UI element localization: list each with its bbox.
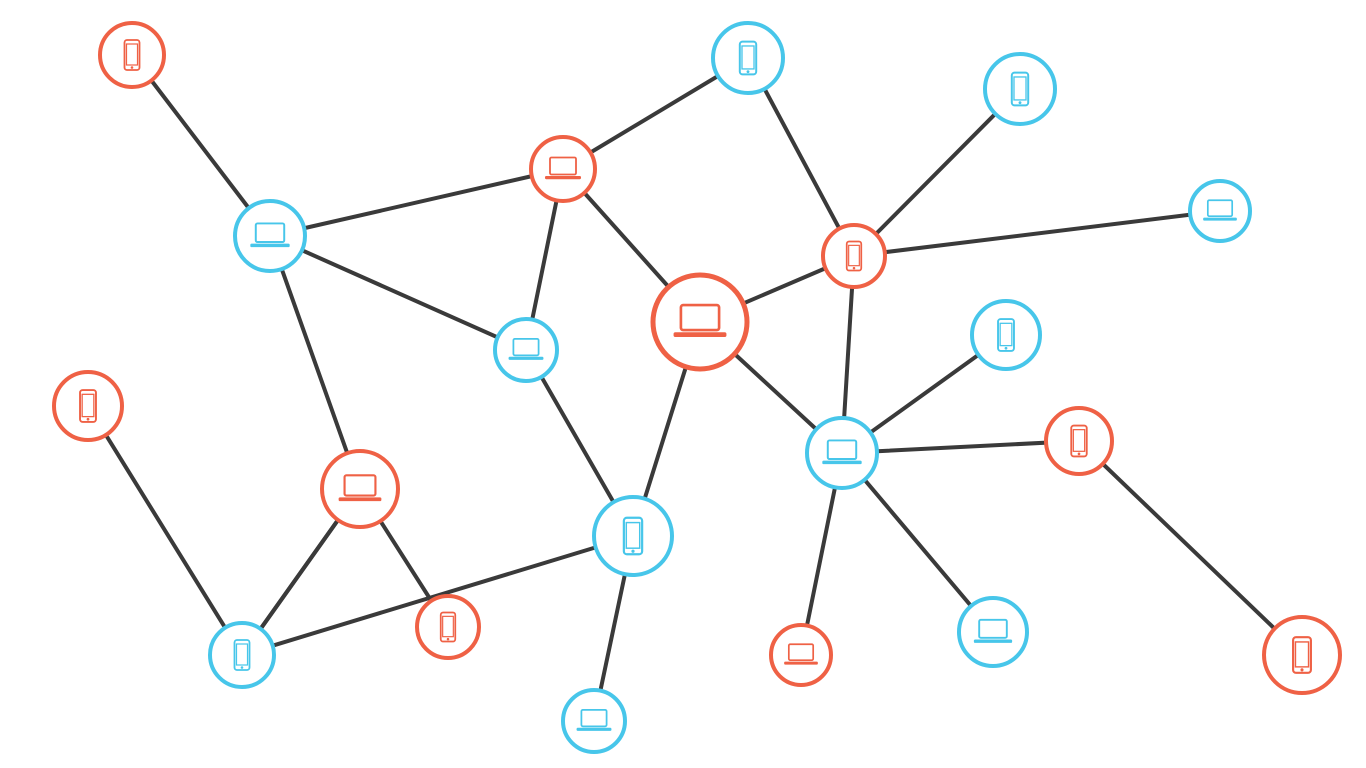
smartphone-icon xyxy=(1070,424,1088,458)
connection-line xyxy=(130,53,272,238)
smartphone-icon xyxy=(439,611,457,643)
smartphone-icon xyxy=(1292,636,1312,674)
orange-phone-node xyxy=(821,223,887,289)
connection-line xyxy=(268,167,565,238)
smartphone-icon xyxy=(233,639,251,671)
laptop-icon xyxy=(338,474,382,502)
blue-laptop-node xyxy=(1188,179,1252,243)
smartphone-icon xyxy=(123,39,141,71)
orange-phone-node xyxy=(98,21,166,89)
orange-laptop-node xyxy=(320,449,400,529)
smartphone-icon xyxy=(1010,71,1030,107)
orange-phone-node xyxy=(1262,615,1342,695)
connection-line xyxy=(852,87,1022,258)
blue-laptop-node xyxy=(493,317,559,383)
connection-line xyxy=(240,534,635,657)
smartphone-icon xyxy=(997,318,1015,352)
blue-phone-node xyxy=(970,299,1042,371)
connection-line xyxy=(840,451,995,634)
edges-layer xyxy=(86,53,1304,723)
orange-phone-node xyxy=(1044,406,1114,476)
orange-laptop-node xyxy=(529,135,597,203)
smartphone-icon xyxy=(845,240,863,272)
connection-line xyxy=(852,209,1222,258)
blue-phone-node xyxy=(983,52,1057,126)
blue-laptop-node xyxy=(805,416,879,490)
laptop-icon xyxy=(545,156,581,180)
connection-line xyxy=(746,56,856,258)
smartphone-icon xyxy=(738,40,758,76)
blue-phone-node xyxy=(208,621,276,689)
laptop-icon xyxy=(508,337,544,360)
laptop-icon xyxy=(250,222,290,248)
blue-laptop-node xyxy=(561,688,627,754)
smartphone-icon xyxy=(622,516,644,556)
laptop-icon xyxy=(822,439,862,465)
laptop-icon xyxy=(784,643,818,665)
blue-phone-node xyxy=(592,495,674,577)
laptop-icon xyxy=(673,303,727,337)
connection-line xyxy=(268,234,362,491)
laptop-icon xyxy=(973,618,1013,643)
connection-line xyxy=(268,234,528,352)
smartphone-icon xyxy=(79,389,97,423)
orange-laptop-node xyxy=(769,623,833,687)
nodes-layer xyxy=(52,21,1342,754)
connection-line xyxy=(86,404,244,657)
connection-line xyxy=(840,439,1081,455)
laptop-icon xyxy=(576,708,612,731)
laptop-icon xyxy=(1203,199,1237,221)
orange-phone-node xyxy=(415,594,481,660)
connection-line xyxy=(1077,439,1304,657)
blue-laptop-node xyxy=(233,199,307,273)
orange-phone-node xyxy=(52,370,124,442)
blue-laptop-node xyxy=(957,596,1029,668)
blue-phone-node xyxy=(711,21,785,95)
orange-laptop-node xyxy=(650,272,750,372)
